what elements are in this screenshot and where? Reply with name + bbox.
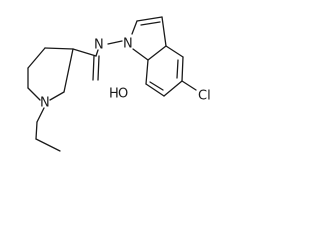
indole-nitrogen-label: N (123, 37, 133, 52)
amide-hydrogen-label: H (109, 87, 119, 102)
indole-pyrrole-ring (131, 16, 167, 61)
bond-c6-c7 (145, 83, 165, 97)
bond-c2-c3-inner (140, 21, 161, 26)
bond-co-double-1 (92, 55, 95, 81)
bond-co-double-2 (97, 55, 100, 81)
bond-propyl-c2-c3 (35, 138, 61, 152)
bond-c7-c7a (145, 59, 149, 85)
bond-c5-cl (181, 80, 197, 91)
carboxamide-group (72, 40, 123, 81)
bond-n1-c2 (131, 20, 138, 35)
bond-c5-c6 (163, 80, 183, 97)
chlorine-label: Cl (198, 89, 211, 104)
bond-c3-c4 (27, 47, 46, 69)
bond-c2-carbonyl-c (72, 48, 97, 57)
piperidine-nitrogen-label: N (40, 96, 50, 111)
chemical-structure-diagram: N N H O N Cl (27, 16, 211, 152)
bond-c3a-c7a (147, 45, 167, 61)
bond-carbonyl-c-nh (95, 49, 99, 57)
bond-c4-c5-inner (176, 59, 179, 79)
bond-c2-c3-outer (136, 16, 163, 22)
indole-benzene-ring (145, 45, 197, 97)
bond-c7a-n1 (132, 48, 149, 61)
bond-c6-c7-inner (149, 81, 164, 91)
bond-c6-c2 (63, 48, 74, 93)
bond-n1-c6 (49, 91, 65, 101)
propyl-chain (35, 107, 61, 152)
bond-c3a-c4 (165, 45, 184, 58)
bond-propyl-c1-c2 (35, 121, 38, 140)
amide-nitrogen-label: N (94, 38, 104, 53)
bond-nh-indole-n (107, 40, 123, 45)
bond-c3-c2 (44, 47, 74, 50)
bond-c3-c3a (161, 16, 167, 47)
bond-n1-propyl-c1 (36, 107, 45, 123)
bond-c5-n1 (27, 87, 41, 101)
bond-c4-c5 (181, 56, 184, 82)
piperidine-ring (27, 47, 74, 101)
carbonyl-oxygen-label: O (118, 87, 128, 102)
